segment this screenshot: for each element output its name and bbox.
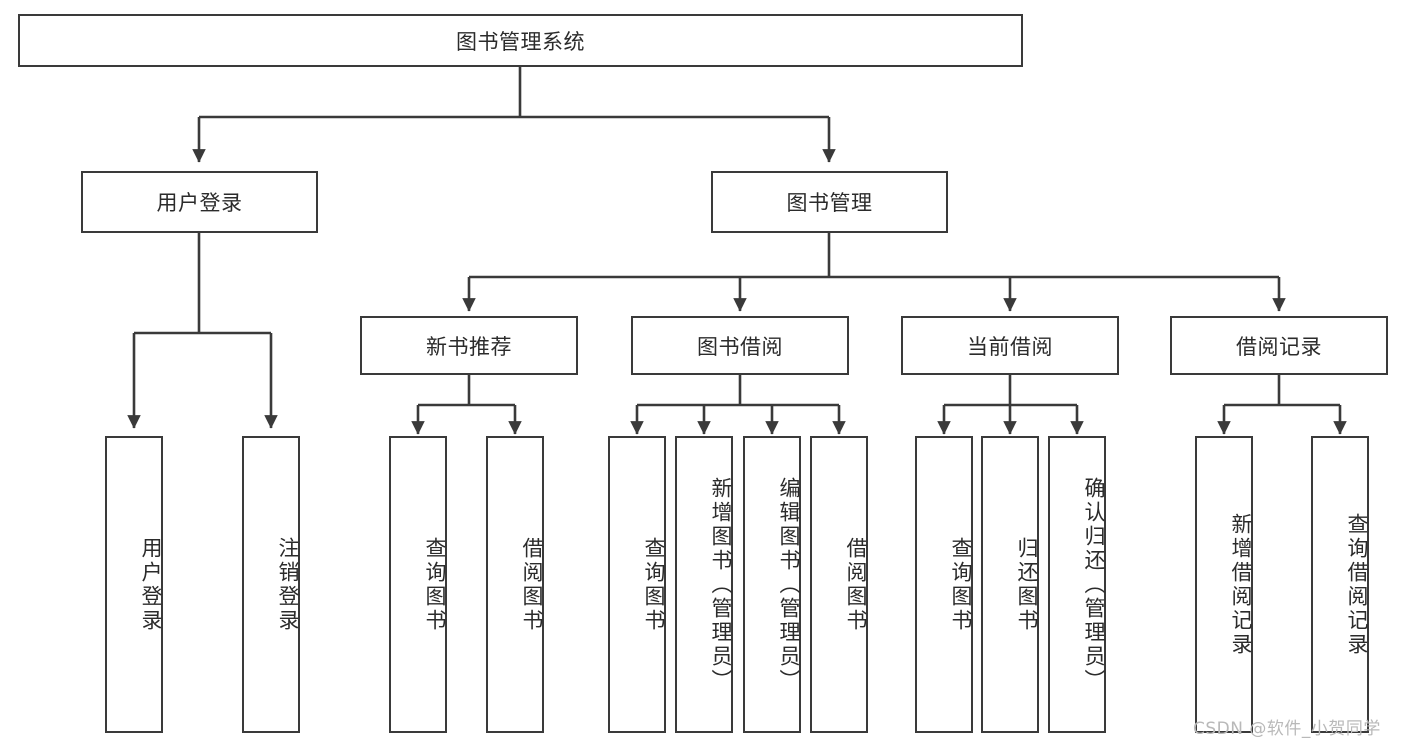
node-borrow-record[interactable]: 借阅记录 bbox=[1170, 316, 1388, 375]
leaf-new-book-borrow[interactable]: 借阅图书 bbox=[486, 436, 544, 733]
leaf-borrow-add-book-admin[interactable]: 新增图书（管理员） bbox=[675, 436, 733, 733]
node-new-book-recommend[interactable]: 新书推荐 bbox=[360, 316, 578, 375]
node-label: 图书借阅 bbox=[697, 334, 783, 359]
node-current-borrow[interactable]: 当前借阅 bbox=[901, 316, 1119, 375]
node-label: 注销登录 bbox=[276, 536, 300, 633]
leaf-current-query-book[interactable]: 查询图书 bbox=[915, 436, 973, 733]
node-label: 图书管理系统 bbox=[456, 29, 585, 54]
node-label: 当前借阅 bbox=[967, 334, 1053, 359]
leaf-record-add-record[interactable]: 新增借阅记录 bbox=[1195, 436, 1253, 733]
leaf-user-login-login[interactable]: 用户登录 bbox=[105, 436, 163, 733]
node-label: 用户登录 bbox=[139, 536, 163, 633]
node-book-borrow[interactable]: 图书借阅 bbox=[631, 316, 849, 375]
node-label: 图书管理 bbox=[786, 191, 873, 215]
node-label: 新增借阅记录 bbox=[1229, 512, 1253, 657]
node-label: 用户登录 bbox=[156, 191, 243, 215]
leaf-borrow-borrow-book[interactable]: 借阅图书 bbox=[810, 436, 868, 733]
node-label: 查询借阅记录 bbox=[1345, 512, 1369, 657]
leaf-current-confirm-return-admin[interactable]: 确认归还（管理员） bbox=[1048, 436, 1106, 733]
node-book-management[interactable]: 图书管理 bbox=[711, 171, 948, 233]
leaf-record-query-record[interactable]: 查询借阅记录 bbox=[1311, 436, 1369, 733]
node-label: 借阅记录 bbox=[1236, 334, 1322, 359]
node-label: 查询图书 bbox=[423, 536, 447, 633]
leaf-user-login-logout[interactable]: 注销登录 bbox=[242, 436, 300, 733]
node-label: 查询图书 bbox=[642, 536, 666, 633]
node-user-login[interactable]: 用户登录 bbox=[81, 171, 318, 233]
node-label: 新增图书（管理员） bbox=[709, 476, 733, 693]
node-label: 新书推荐 bbox=[426, 334, 512, 359]
node-label: 借阅图书 bbox=[520, 536, 544, 633]
leaf-new-book-query[interactable]: 查询图书 bbox=[389, 436, 447, 733]
node-label: 归还图书 bbox=[1015, 536, 1039, 633]
node-label: 确认归还（管理员） bbox=[1082, 476, 1106, 693]
leaf-borrow-query-book[interactable]: 查询图书 bbox=[608, 436, 666, 733]
leaf-borrow-edit-book-admin[interactable]: 编辑图书（管理员） bbox=[743, 436, 801, 733]
node-label: 编辑图书（管理员） bbox=[777, 476, 801, 693]
node-label: 查询图书 bbox=[949, 536, 973, 633]
node-label: 借阅图书 bbox=[844, 536, 868, 633]
node-root-system[interactable]: 图书管理系统 bbox=[18, 14, 1023, 67]
leaf-current-return-book[interactable]: 归还图书 bbox=[981, 436, 1039, 733]
